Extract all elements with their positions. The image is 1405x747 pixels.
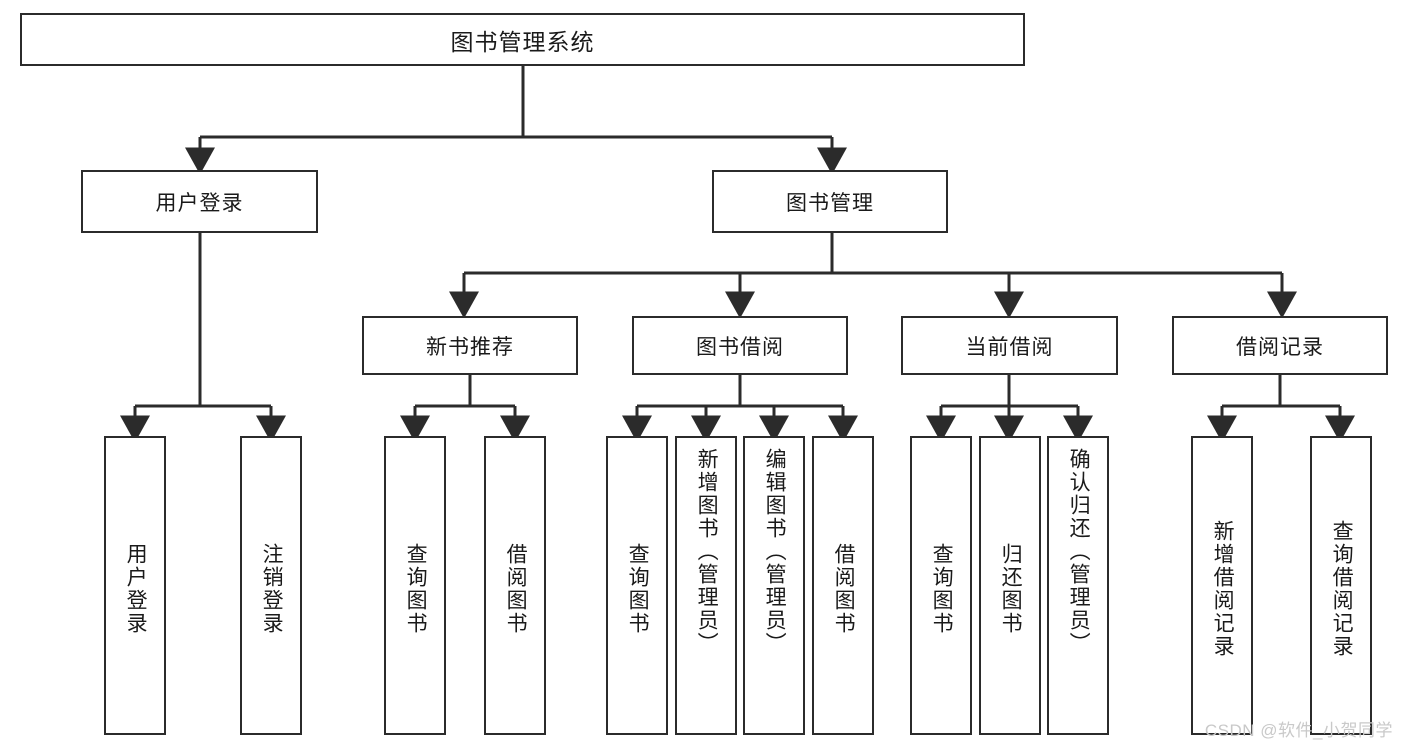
- node-leaf-cur-query-book-label: 查询图书: [930, 542, 954, 635]
- node-leaf-rec-borrow-book-label: 借阅图书: [504, 542, 528, 635]
- node-leaf-cur-return-book[interactable]: 归还图书: [979, 436, 1041, 735]
- leaf-text-wrap: 借阅图书: [486, 444, 544, 733]
- node-leaf-rec-query-record[interactable]: 查询借阅记录: [1310, 436, 1372, 735]
- leaf-text-wrap: 确认归还（管理员）: [1049, 444, 1107, 733]
- node-current-borrow-label: 当前借阅: [965, 335, 1054, 359]
- node-borrow-record[interactable]: 借阅记录: [1172, 316, 1388, 375]
- leaf-text-wrap: 编辑图书（管理员）: [745, 444, 803, 733]
- leaf-text-wrap: 查询图书: [386, 444, 444, 733]
- node-leaf-rec-borrow-book[interactable]: 借阅图书: [484, 436, 546, 735]
- node-leaf-rec-query-book-label: 查询图书: [404, 542, 428, 635]
- node-leaf-borrow-add-book[interactable]: 新增图书（管理员）: [675, 436, 737, 735]
- node-leaf-borrow-borrow-book-label: 借阅图书: [832, 542, 856, 635]
- leaf-text-wrap: 新增借阅记录: [1193, 444, 1251, 733]
- node-leaf-cur-confirm-return-label: 确认归还（管理员）: [1067, 448, 1091, 655]
- leaf-text-wrap: 借阅图书: [814, 444, 872, 733]
- node-user-login-label: 用户登录: [155, 191, 244, 215]
- node-new-book-rec[interactable]: 新书推荐: [362, 316, 578, 375]
- leaf-text-wrap: 查询图书: [608, 444, 666, 733]
- node-book-manage-label: 图书管理: [786, 191, 874, 215]
- node-leaf-rec-add-record-label: 新增借阅记录: [1211, 519, 1235, 658]
- node-leaf-cur-query-book[interactable]: 查询图书: [910, 436, 972, 735]
- node-root[interactable]: 图书管理系统: [20, 13, 1025, 66]
- node-leaf-borrow-query-book-label: 查询图书: [626, 542, 650, 635]
- node-book-borrow-label: 图书借阅: [696, 335, 784, 359]
- leaf-text-wrap: 查询图书: [912, 444, 970, 733]
- node-leaf-cur-confirm-return[interactable]: 确认归还（管理员）: [1047, 436, 1109, 735]
- node-leaf-borrow-borrow-book[interactable]: 借阅图书: [812, 436, 874, 735]
- node-leaf-user-login-label: 用户登录: [124, 542, 148, 635]
- node-book-borrow[interactable]: 图书借阅: [632, 316, 848, 375]
- leaf-text-wrap: 注销登录: [242, 444, 300, 733]
- node-borrow-record-label: 借阅记录: [1236, 335, 1324, 359]
- node-leaf-rec-query-book[interactable]: 查询图书: [384, 436, 446, 735]
- node-user-login[interactable]: 用户登录: [81, 170, 318, 233]
- node-leaf-user-logout-label: 注销登录: [260, 542, 284, 635]
- node-leaf-user-logout[interactable]: 注销登录: [240, 436, 302, 735]
- node-new-book-rec-label: 新书推荐: [426, 335, 514, 359]
- csdn-watermark: CSDN @软件_小贺同学: [1204, 721, 1393, 740]
- node-book-manage[interactable]: 图书管理: [712, 170, 948, 233]
- leaf-text-wrap: 查询借阅记录: [1312, 444, 1370, 733]
- node-leaf-cur-return-book-label: 归还图书: [999, 542, 1023, 635]
- leaf-text-wrap: 用户登录: [106, 444, 164, 733]
- node-leaf-rec-add-record[interactable]: 新增借阅记录: [1191, 436, 1253, 735]
- node-leaf-borrow-add-book-label: 新增图书（管理员）: [695, 448, 719, 655]
- node-current-borrow[interactable]: 当前借阅: [901, 316, 1118, 375]
- node-leaf-borrow-edit-book[interactable]: 编辑图书（管理员）: [743, 436, 805, 735]
- leaf-text-wrap: 归还图书: [981, 444, 1039, 733]
- node-leaf-rec-query-record-label: 查询借阅记录: [1330, 519, 1354, 658]
- node-leaf-user-login[interactable]: 用户登录: [104, 436, 166, 735]
- node-leaf-borrow-edit-book-label: 编辑图书（管理员）: [763, 448, 787, 655]
- node-leaf-borrow-query-book[interactable]: 查询图书: [606, 436, 668, 735]
- leaf-text-wrap: 新增图书（管理员）: [677, 444, 735, 733]
- node-root-label: 图书管理系统: [450, 28, 595, 55]
